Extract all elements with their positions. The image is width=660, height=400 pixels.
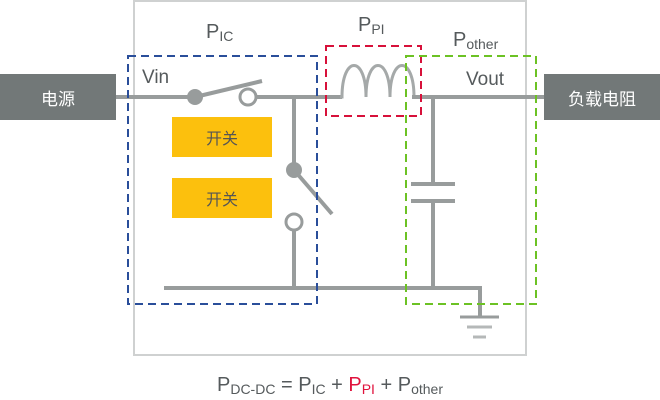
switch-label-2: 开关 <box>205 190 238 209</box>
outer-frame <box>133 0 527 356</box>
switch1-contact <box>238 87 258 107</box>
formula-term-other-sub: other <box>411 381 444 397</box>
switch-label-box-1: 开关 <box>172 117 272 157</box>
formula-term-pi-sub: PI <box>361 381 375 397</box>
formula-term-pi: P <box>348 374 362 396</box>
load-resistor-box: 负载电阻 <box>544 74 660 120</box>
other-group-box <box>405 55 537 305</box>
other-group-label: Pother <box>453 29 498 52</box>
power-formula: PDC-DC = PIC + PPI + Pother <box>0 374 660 397</box>
load-resistor-label: 负载电阻 <box>568 89 636 110</box>
formula-plus-1: + <box>325 374 349 396</box>
formula-lhs: P <box>216 374 231 396</box>
power-source-label: 电源 <box>41 89 75 110</box>
switch2-blade <box>292 168 334 216</box>
switch2-contact <box>284 212 304 232</box>
other-label-main: P <box>453 29 467 51</box>
inductor <box>340 64 416 99</box>
pi-group-box <box>325 45 422 117</box>
ic-label-main: P <box>206 21 220 43</box>
formula-term-ic: P <box>298 374 312 396</box>
ic-label-sub: IC <box>219 28 234 44</box>
pi-group-label: PPI <box>358 14 385 37</box>
vout-label: Vout <box>466 69 505 90</box>
formula-plus-2: + <box>374 374 398 396</box>
formula-term-other: P <box>397 374 412 396</box>
ic-group-label: PIC <box>206 21 233 44</box>
switch-label-1: 开关 <box>205 129 238 148</box>
other-label-sub: other <box>466 36 499 52</box>
vin-label: Vin <box>142 67 170 88</box>
switch1-blade <box>194 79 263 99</box>
formula-equals: = <box>275 374 299 396</box>
formula-term-ic-sub: IC <box>311 381 326 397</box>
pi-label-main: P <box>358 14 372 36</box>
pi-label-sub: PI <box>371 21 385 37</box>
power-source-box: 电源 <box>0 74 116 120</box>
formula-lhs-sub: DC-DC <box>230 381 276 397</box>
switch-label-box-2: 开关 <box>172 178 272 218</box>
ic-group-box <box>127 55 318 305</box>
